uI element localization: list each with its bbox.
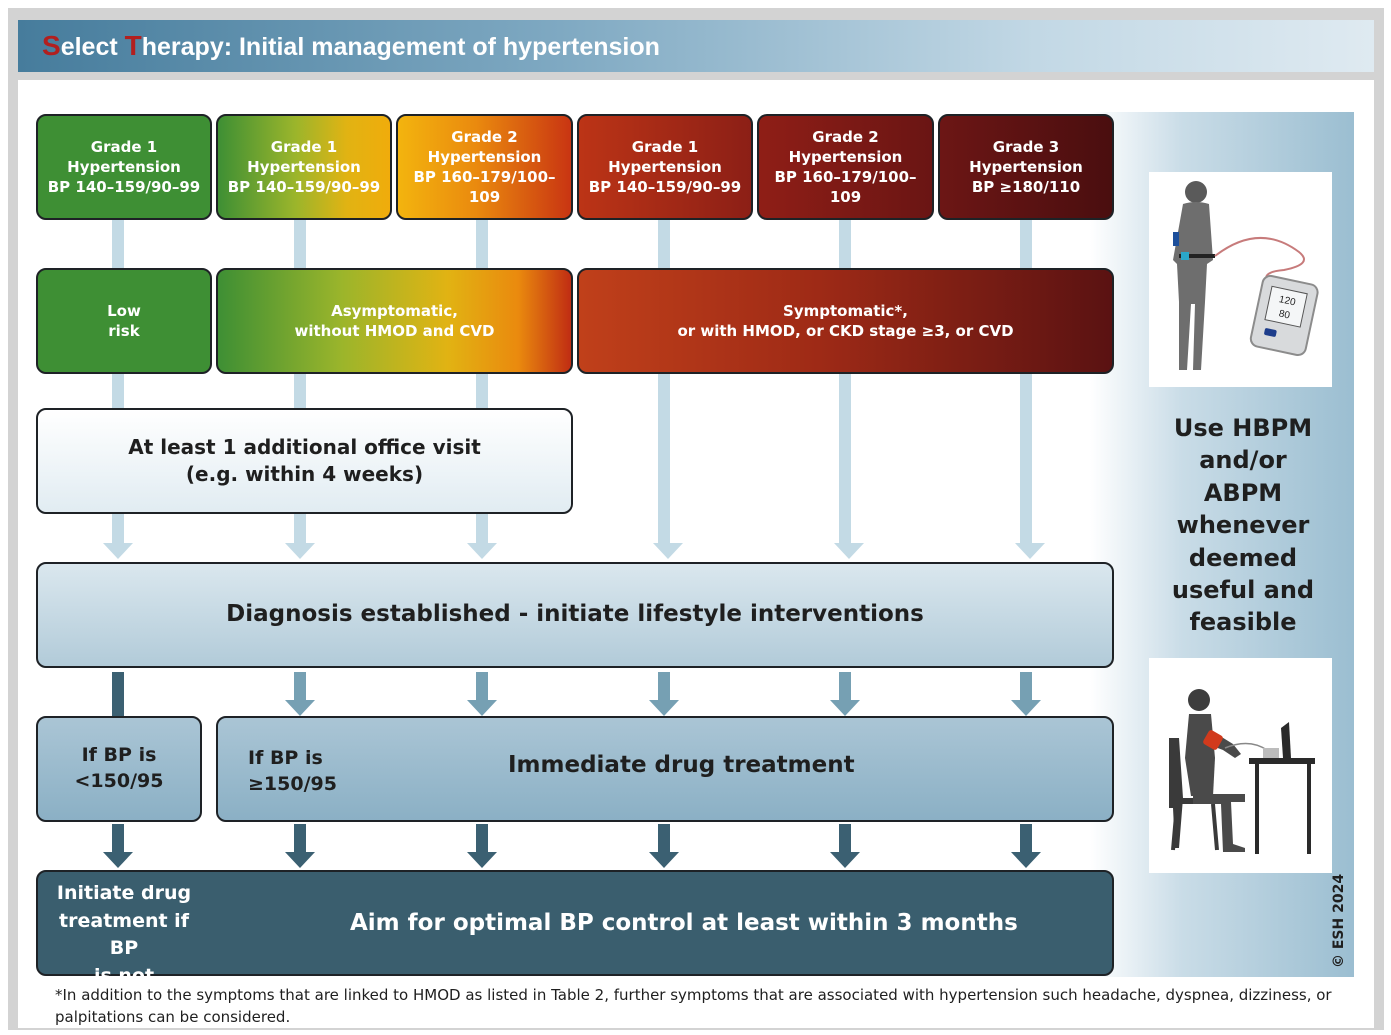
svg-text:120: 120 — [1278, 294, 1297, 308]
connector — [658, 220, 670, 270]
connector — [476, 220, 488, 270]
seated-person-with-monitor-icon — [1169, 689, 1315, 854]
connector — [1020, 220, 1032, 270]
connector — [658, 824, 670, 854]
symptomatic-box: Symptomatic*,or with HMOD, or CKD stage … — [577, 268, 1114, 374]
connector — [839, 824, 851, 854]
hbpm-abpm-recommendation: Use HBPM and/or ABPM whenever deemed use… — [1171, 414, 1315, 637]
connector — [658, 672, 670, 702]
immediate-treatment-label: Immediate drug treatment — [508, 752, 855, 778]
connector — [112, 672, 124, 718]
connector — [294, 512, 306, 544]
svg-text:80: 80 — [1278, 308, 1292, 321]
bp-below-threshold-box: If BP is<150/95 — [36, 716, 202, 822]
arrow-head — [103, 852, 133, 868]
connector — [294, 672, 306, 702]
connector — [839, 220, 851, 270]
connector — [112, 824, 124, 854]
figure-title: Select Therapy: Initial management of hy… — [42, 30, 660, 61]
home-monitoring-illustration — [1149, 658, 1332, 873]
office-visit-box: At least 1 additional office visit(e.g. … — [36, 408, 573, 514]
connector — [839, 672, 851, 702]
connector — [294, 220, 306, 270]
connector — [112, 220, 124, 270]
arrow-head — [285, 700, 315, 716]
arrow-head — [649, 700, 679, 716]
arrow-head — [467, 543, 497, 559]
arrow-head — [830, 852, 860, 868]
connector — [294, 824, 306, 854]
connector — [658, 372, 670, 544]
connector — [839, 372, 851, 544]
arrow-head — [285, 852, 315, 868]
connector — [1020, 672, 1032, 702]
arrow-head — [1015, 543, 1045, 559]
connector — [476, 512, 488, 544]
arrow-head — [1011, 700, 1041, 716]
title-bar: Select Therapy: Initial management of hy… — [18, 20, 1374, 72]
diagnosis-box: Diagnosis established - initiate lifesty… — [36, 562, 1114, 668]
arrow-head — [649, 852, 679, 868]
ambulatory-monitoring-illustration: 120 80 — [1149, 172, 1332, 387]
connector — [476, 672, 488, 702]
walking-person-with-monitor-icon: 120 80 — [1173, 181, 1319, 370]
arrow-head — [103, 543, 133, 559]
arrow-head — [653, 543, 683, 559]
connector — [476, 824, 488, 854]
connector — [112, 372, 124, 410]
connector — [294, 372, 306, 410]
arrow-head — [285, 543, 315, 559]
connector — [1020, 372, 1032, 544]
bp-above-threshold-label: If BP is≥150/95 — [248, 747, 337, 795]
footnote: *In addition to the symptoms that are li… — [55, 986, 1332, 1026]
connector — [476, 372, 488, 410]
asymptomatic-box: Asymptomatic,without HMOD and CVD — [216, 268, 573, 374]
arrow-head — [834, 543, 864, 559]
connector — [1020, 824, 1032, 854]
arrow-head — [830, 700, 860, 716]
arrow-head — [1011, 852, 1041, 868]
arrow-head — [467, 852, 497, 868]
optimal-control-label: Aim for optimal BP control at least with… — [350, 910, 1018, 936]
copyright-notice: © ESH 2024 — [1331, 873, 1347, 968]
immediate-treatment-box: If BP is≥150/95 Immediate drug treatment — [216, 716, 1114, 822]
connector — [112, 512, 124, 544]
arrow-head — [467, 700, 497, 716]
